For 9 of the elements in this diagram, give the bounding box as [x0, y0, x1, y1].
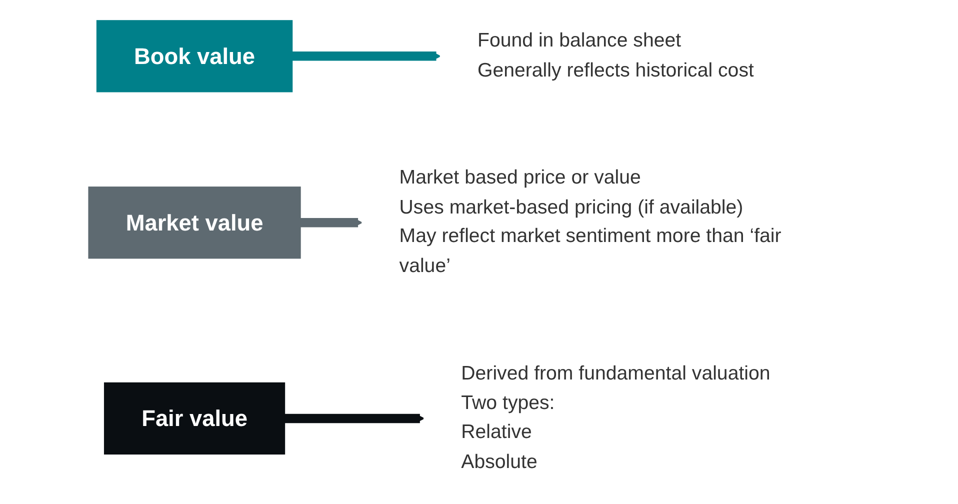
node-box: Book value [96, 20, 293, 92]
node-text: Found in balance sheet Generally reflects historical cost [477, 30, 754, 81]
arrow [292, 52, 441, 61]
node-text: Derived from fundamental valuation Two types: Relative Absolute [461, 362, 770, 473]
arrow [300, 218, 363, 228]
node-box: Market value [88, 186, 301, 259]
node-text: Market based price or value Uses market-based pricing (if available) May reflect market sentiment more than ‘fair value’ [399, 166, 782, 277]
arrow [284, 414, 424, 424]
node-box: Fair value [104, 382, 286, 455]
